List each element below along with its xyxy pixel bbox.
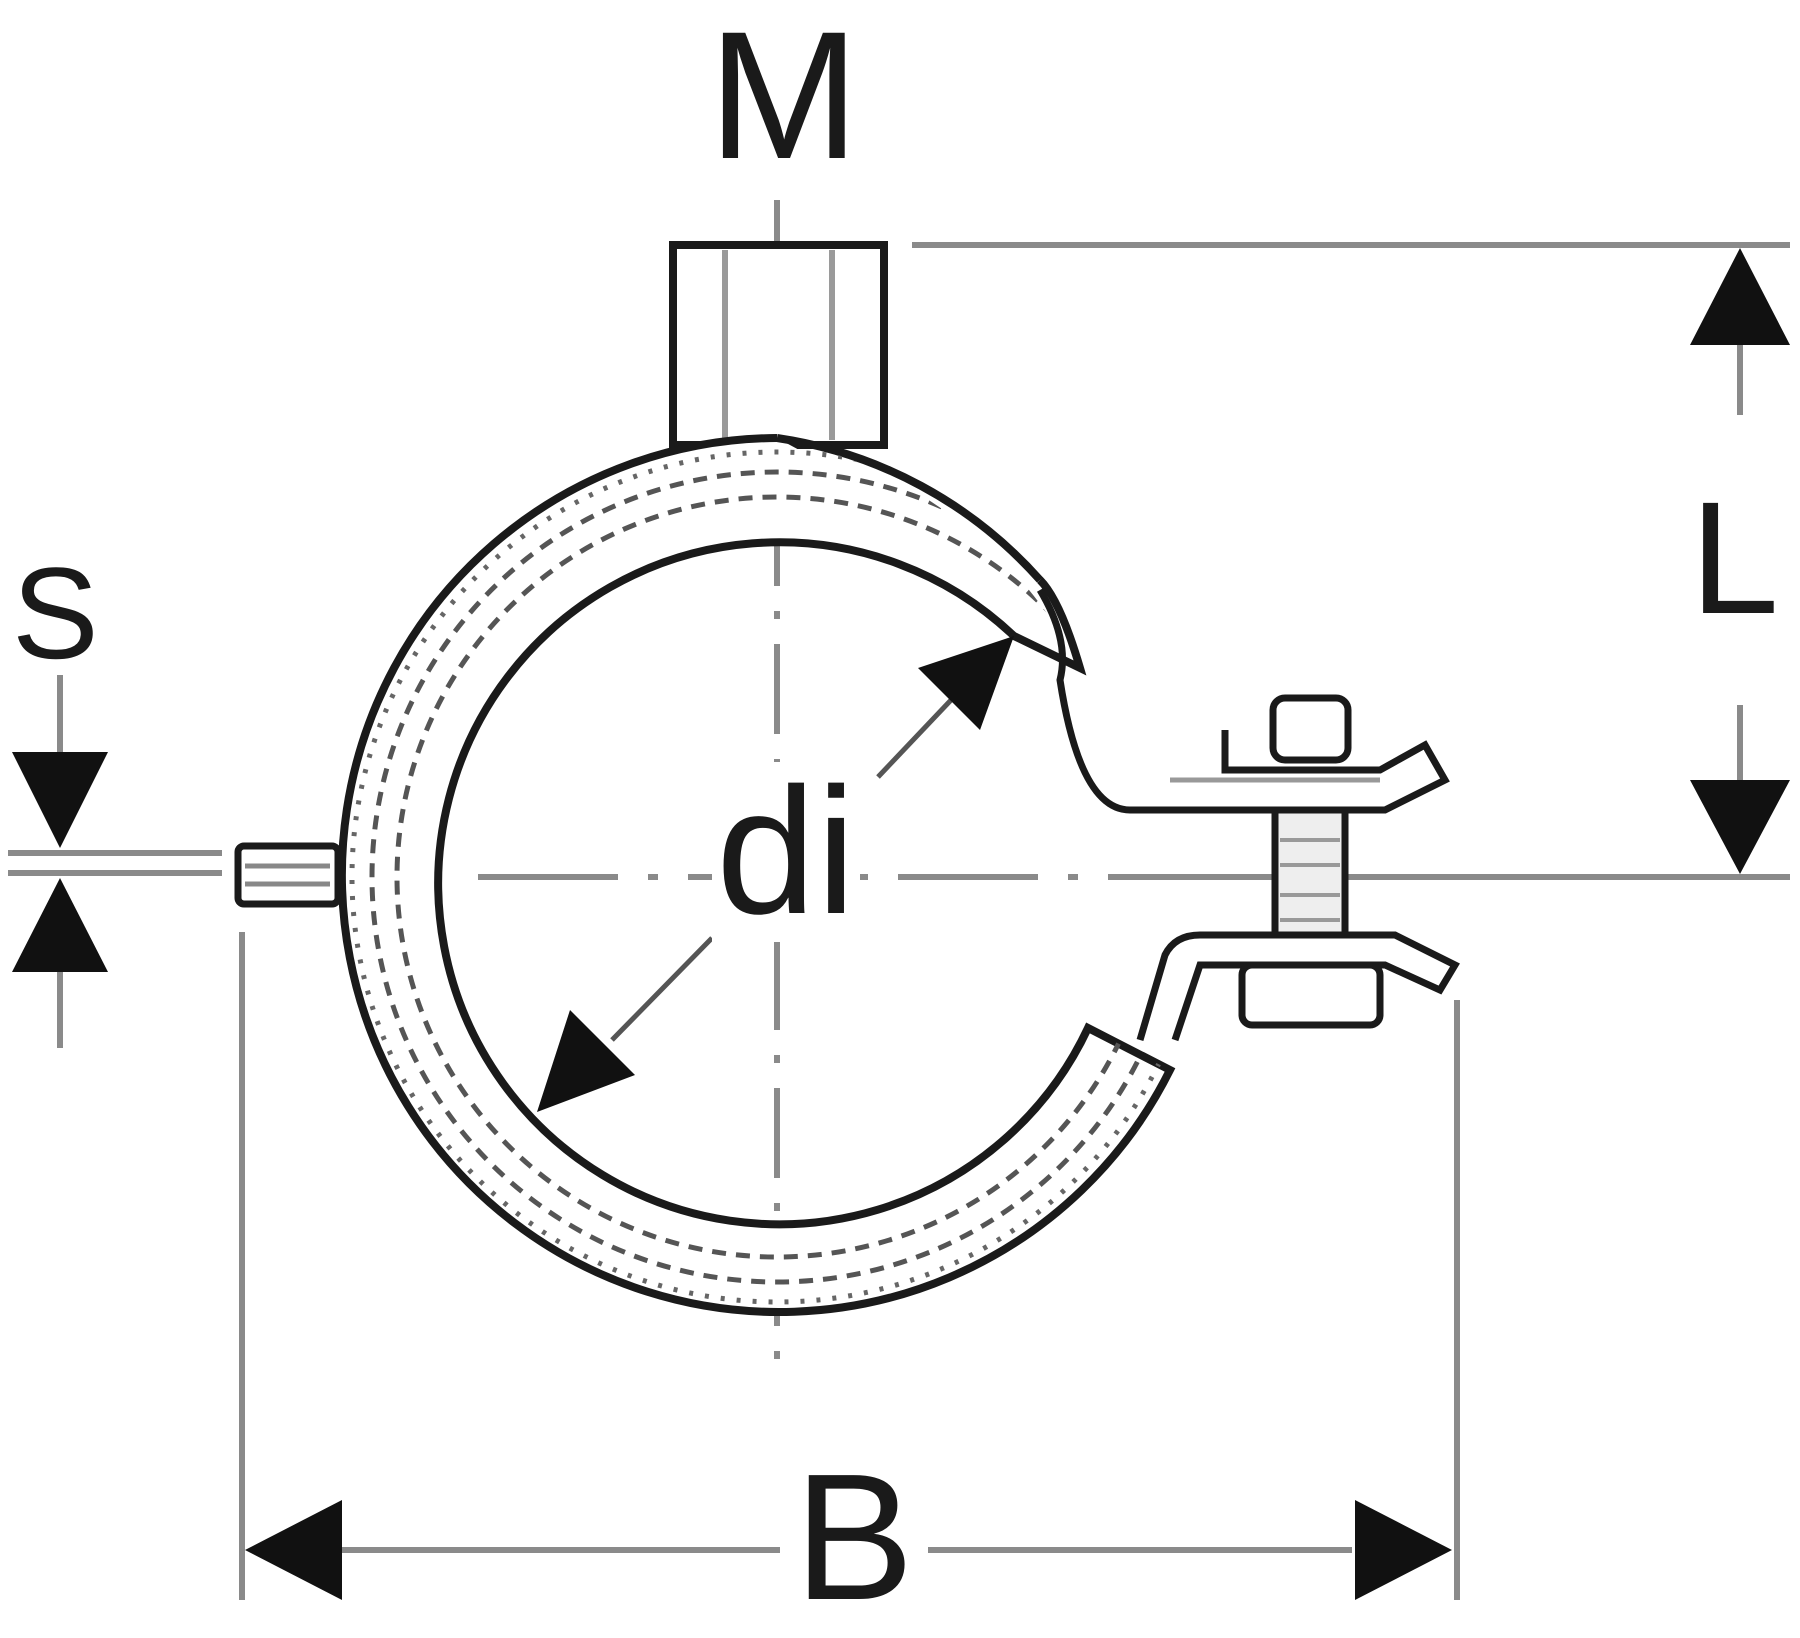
lower-bracket xyxy=(1136,931,1460,1042)
insulation-dots xyxy=(349,449,1170,1305)
b-dimension xyxy=(239,932,1460,1600)
clamp-bolt-assembly xyxy=(1036,588,1460,1042)
label-b-width: B xyxy=(780,1448,929,1628)
di-dimension xyxy=(537,636,1014,1112)
left-pin xyxy=(234,842,342,908)
label-s-thickness: S xyxy=(12,540,99,686)
s-dimension xyxy=(8,675,222,1048)
label-di-inner-diameter: di xyxy=(712,762,861,942)
label-l-length: L xyxy=(1690,468,1779,647)
threaded-nut xyxy=(669,241,888,449)
top-nut xyxy=(1269,694,1352,764)
insulation-dashed-outer xyxy=(369,469,1170,1285)
l-dimension xyxy=(912,242,1790,874)
bottom-nut xyxy=(1238,961,1384,1029)
upper-bracket xyxy=(1036,588,1450,814)
label-m-thread: M xyxy=(708,0,860,197)
